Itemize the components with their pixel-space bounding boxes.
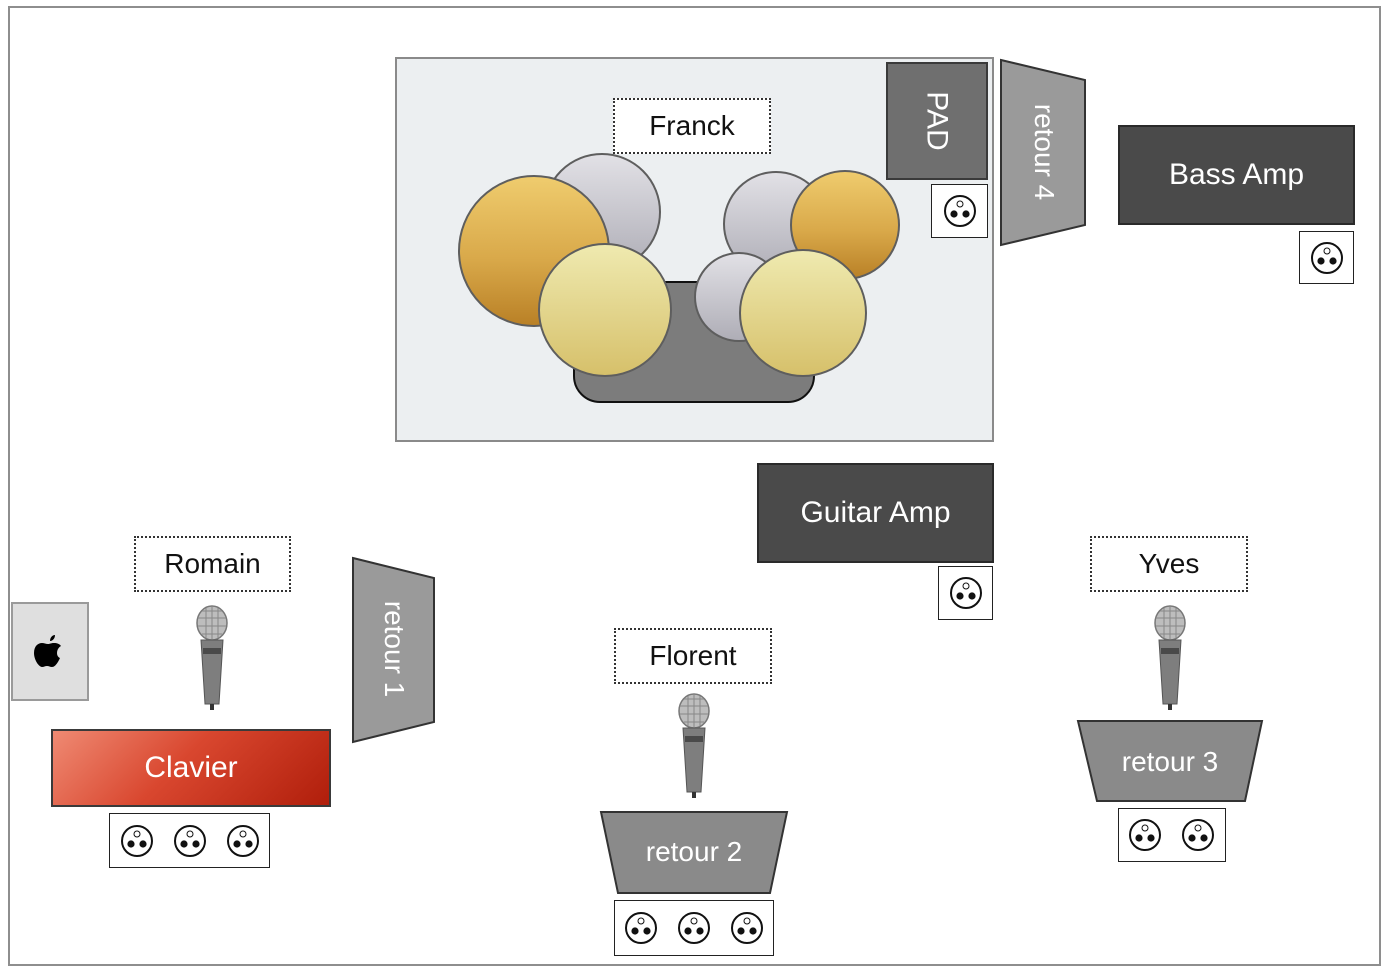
laptop — [11, 602, 89, 701]
monitor-wedge-1 — [352, 556, 435, 744]
jack-box-guitar — [938, 566, 993, 620]
guitar-amp: Guitar Amp — [757, 463, 994, 563]
xlr-jack-icon — [950, 577, 982, 609]
microphone-icon — [1154, 605, 1186, 710]
xlr-jack-icon — [944, 195, 976, 227]
xlr-jack-icon — [227, 825, 259, 857]
xlr-jack-icon — [1129, 819, 1161, 851]
retour-3-label: retour 3 — [1122, 746, 1219, 777]
apple-logo-icon — [34, 634, 61, 667]
jack-box-yves — [1118, 808, 1226, 862]
musician-franck-label: Franck — [613, 98, 771, 154]
keyboard-clavier: Clavier — [51, 729, 331, 807]
cymbal-splash — [739, 249, 867, 377]
jack-box-pad — [931, 184, 988, 238]
monitor-wedge-2 — [599, 811, 789, 894]
jack-box-florent — [614, 900, 774, 956]
jack-box-clavier — [109, 813, 270, 868]
retour-1-label: retour 1 — [379, 600, 410, 698]
microphone-icon — [196, 605, 228, 710]
pad-label: PAD — [921, 91, 954, 151]
retour-4-label: retour 4 — [1029, 103, 1060, 201]
drum-pad: PAD — [886, 62, 988, 180]
xlr-jack-icon — [174, 825, 206, 857]
musician-florent-label: Florent — [614, 628, 772, 684]
xlr-jack-icon — [1182, 819, 1214, 851]
monitor-wedge-3 — [1076, 720, 1264, 802]
retour-2-label: retour 2 — [646, 836, 743, 867]
microphone-icon — [678, 693, 710, 798]
musician-romain-label: Romain — [134, 536, 291, 592]
bass-amp: Bass Amp — [1118, 125, 1355, 225]
xlr-jack-icon — [121, 825, 153, 857]
xlr-jack-icon — [1311, 242, 1343, 274]
hihat — [538, 243, 672, 377]
musician-yves-label: Yves — [1090, 536, 1248, 592]
jack-box-bass — [1299, 231, 1354, 284]
xlr-jack-icon — [625, 912, 657, 944]
xlr-jack-icon — [678, 912, 710, 944]
xlr-jack-icon — [731, 912, 763, 944]
monitor-wedge-4 — [1000, 58, 1086, 247]
